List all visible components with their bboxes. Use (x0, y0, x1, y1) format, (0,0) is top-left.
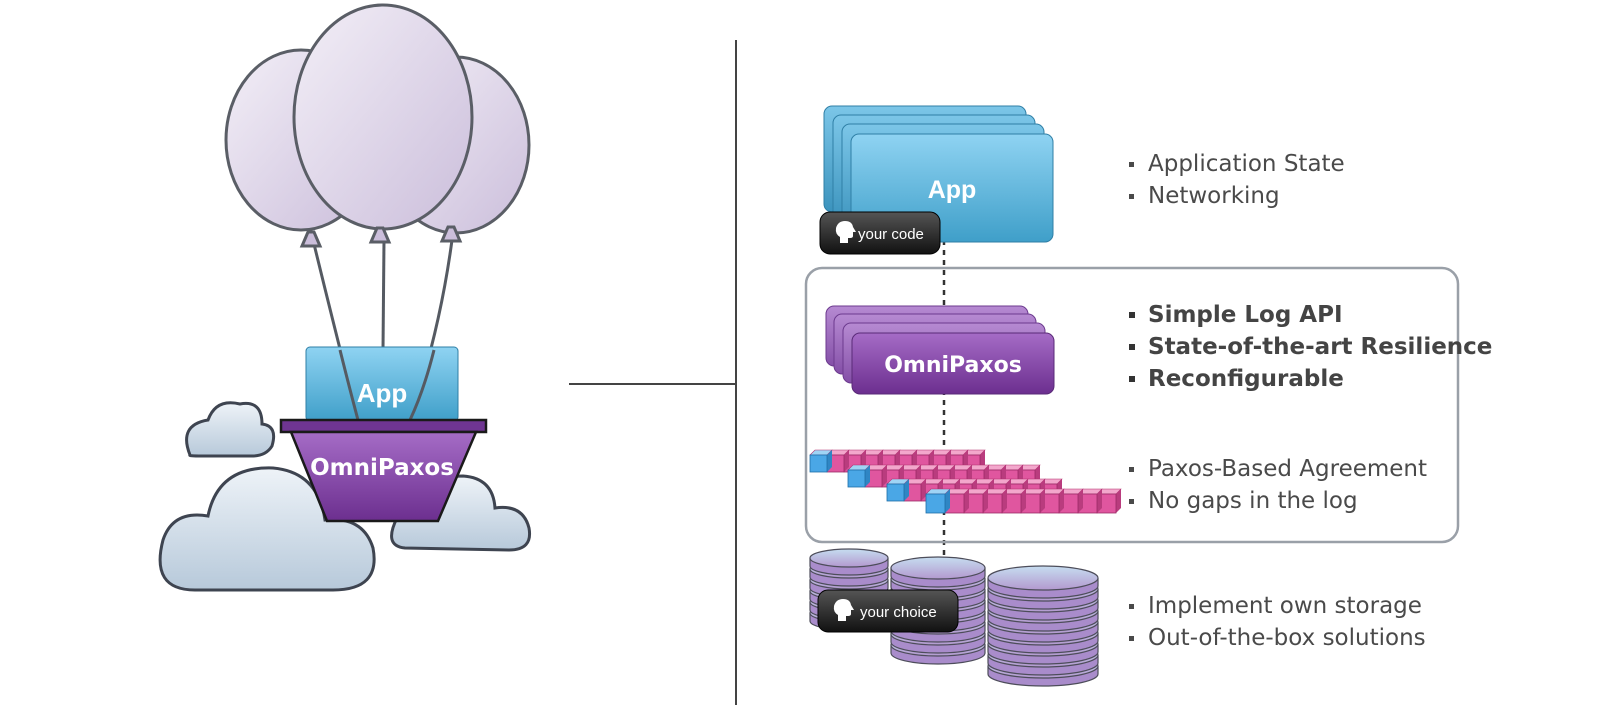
database-icon (987, 565, 1099, 687)
omnipaxos-stack: OmniPaxos (825, 305, 1055, 395)
replicated-log (809, 449, 1122, 514)
your-choice-label: your choice (860, 604, 937, 621)
app-bullets: Application State Networking (1129, 148, 1345, 212)
bullet-item: Paxos-Based Agreement (1128, 453, 1427, 485)
bullet-item: No gaps in the log (1128, 485, 1427, 517)
cloud-icon (185, 401, 276, 458)
log-bullets: Paxos-Based Agreement No gaps in the log (1128, 453, 1427, 517)
log-entry-cube (886, 478, 910, 502)
bullet-item: Reconfigurable (1128, 363, 1492, 395)
cloud-icon (158, 466, 376, 592)
head-icon (833, 599, 854, 621)
log-entry-cube (809, 449, 833, 473)
bullet-item: Out-of-the-box solutions (1129, 622, 1426, 654)
balloon-illustration: App OmniPaxos (158, 3, 532, 592)
app-label: App (928, 176, 977, 204)
omnipaxos-basket: OmniPaxos (279, 418, 488, 523)
head-icon (835, 221, 856, 243)
balloon-app-box: App (305, 346, 459, 422)
basket-label: OmniPaxos (310, 455, 454, 481)
omnipaxos-bullets: Simple Log API State-of-the-art Resilien… (1128, 299, 1492, 395)
balloon-app-label: App (357, 378, 408, 408)
bullet-item: Implement own storage (1129, 590, 1426, 622)
your-code-tag: your code (819, 211, 941, 255)
log-entry-cube (847, 464, 871, 488)
omnipaxos-label: OmniPaxos (884, 353, 1022, 378)
omnipaxos-region (804, 266, 1460, 544)
your-code-label: your code (858, 226, 924, 243)
bullet-item: Networking (1129, 180, 1345, 212)
bullet-item: Application State (1129, 148, 1345, 180)
log-entry-cube (925, 488, 951, 514)
bullet-item: State-of-the-art Resilience (1128, 331, 1492, 363)
bullet-item: Simple Log API (1128, 299, 1492, 331)
storage-bullets: Implement own storage Out-of-the-box sol… (1129, 590, 1426, 654)
your-choice-tag: your choice (817, 589, 959, 633)
balloon-icon (292, 3, 474, 244)
